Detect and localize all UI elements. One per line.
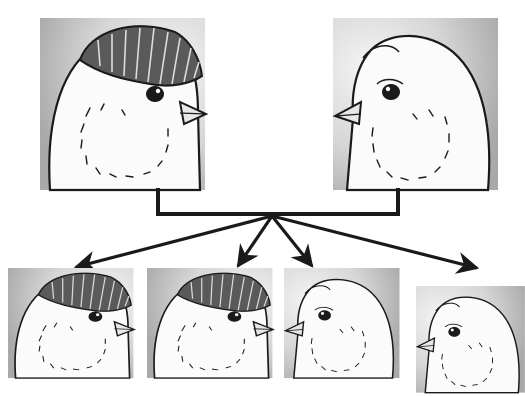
inheritance-arrows <box>76 216 477 268</box>
arrow-to-offspring-4 <box>272 216 477 268</box>
offspring-plain-bird-2 <box>416 286 525 393</box>
offspring-crested-bird-2 <box>147 268 273 378</box>
parent-crested-bird <box>40 18 206 190</box>
parent-plain-bird <box>333 18 498 190</box>
cross-connector <box>158 190 398 214</box>
offspring-crested-bird-1 <box>8 268 134 378</box>
offspring-plain-bird-1 <box>284 268 400 378</box>
